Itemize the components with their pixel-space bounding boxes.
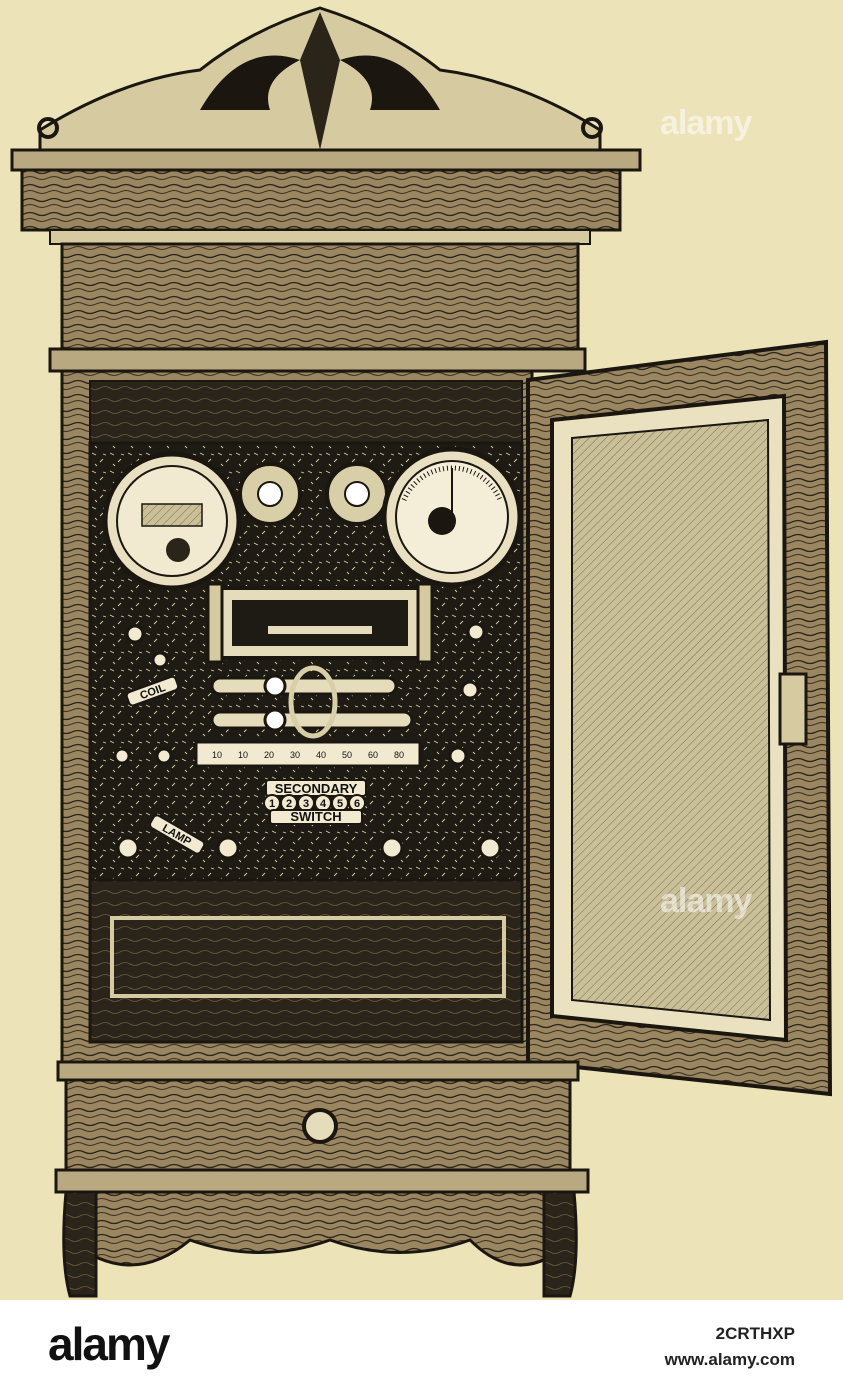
- terminal-knobs: [113, 622, 502, 860]
- upper-molding: [48, 347, 587, 373]
- switch-digit: 2: [286, 798, 292, 810]
- footer-url[interactable]: www.alamy.com: [664, 1350, 795, 1369]
- scale-number: 10: [238, 750, 248, 760]
- right-meter: [381, 446, 523, 588]
- apron: [62, 1190, 578, 1298]
- scale-number: 60: [368, 750, 378, 760]
- footer-bar: [0, 1300, 843, 1390]
- scale-number: 10: [212, 750, 222, 760]
- scale-number: 20: [264, 750, 274, 760]
- open-door: [526, 339, 833, 1097]
- drawer-ledge: [54, 1168, 590, 1194]
- switch-label: SWITCH: [290, 809, 341, 824]
- scale-number: 80: [394, 750, 404, 760]
- watermark-middle: alamy: [660, 882, 752, 920]
- left-dial: [102, 451, 242, 591]
- switch-digit: 4: [320, 798, 327, 810]
- footer-logo: alamy: [48, 1318, 170, 1370]
- inner-top-board: [89, 380, 523, 444]
- scale-number: 30: [290, 750, 300, 760]
- image-id: 2CRTHXP: [715, 1324, 795, 1343]
- scale-strip: 10 10 20 30 40 50 60 80: [194, 740, 422, 768]
- scale-number: 50: [342, 750, 352, 760]
- rheostat-cylinder: [206, 582, 434, 664]
- switch-digit: 1: [269, 798, 275, 810]
- drawer-knob: [302, 1108, 338, 1144]
- upper-panel: [60, 242, 580, 351]
- switch-digit: 5: [337, 798, 343, 810]
- slider-bars: [210, 665, 414, 739]
- switch-digit: 6: [354, 798, 360, 810]
- base-molding: [56, 1060, 580, 1082]
- carved-crest: [37, 6, 603, 152]
- watermark-top: alamy: [660, 104, 752, 142]
- cornice: [10, 148, 642, 245]
- lower-inset-panel: [110, 916, 506, 998]
- secondary-label: SECONDARY: [275, 781, 358, 796]
- switch-digit: 3: [303, 798, 309, 810]
- scale-number: 40: [316, 750, 326, 760]
- indicator-globes: [238, 462, 389, 526]
